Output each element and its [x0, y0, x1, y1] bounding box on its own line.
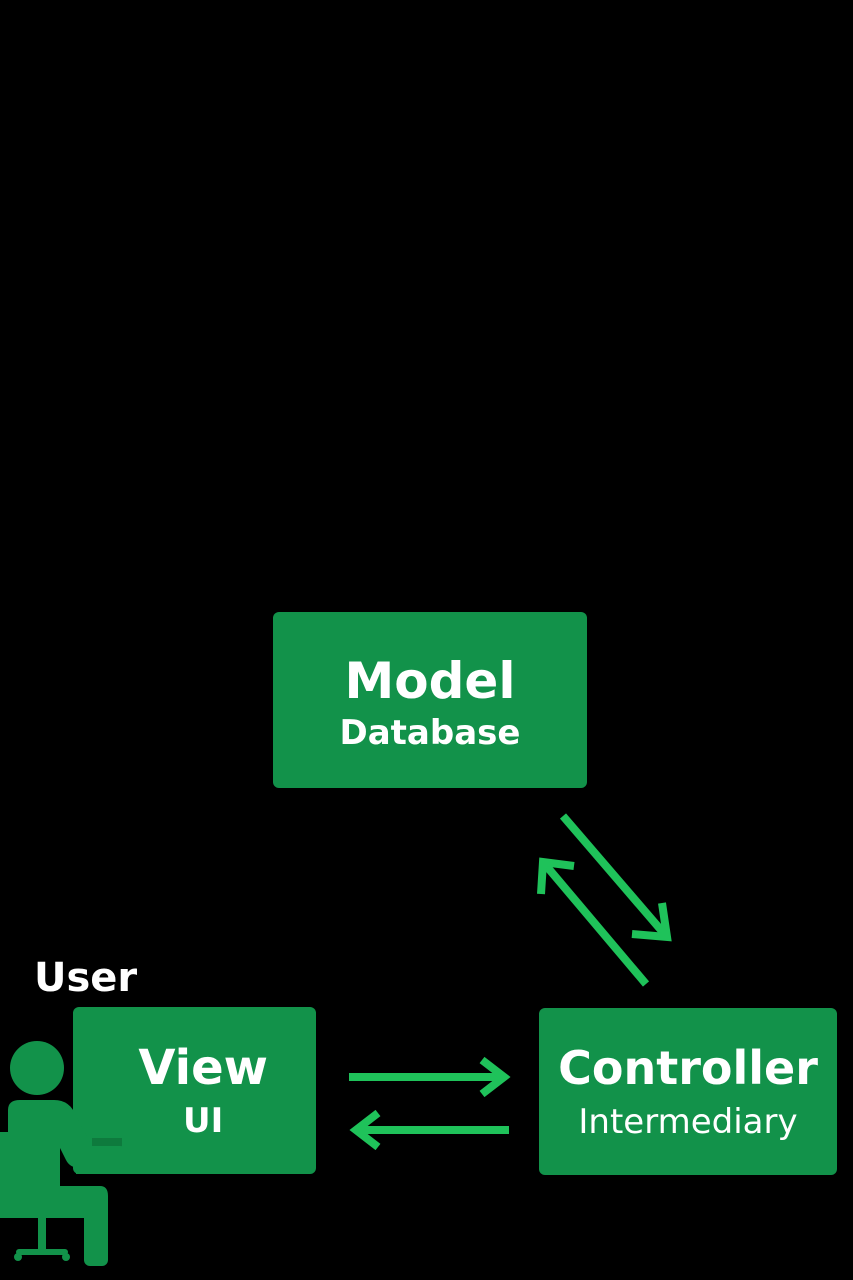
controller-title: Controller	[558, 1040, 818, 1095]
model-box: Model Database	[273, 612, 587, 788]
controller-box: Controller Intermediary	[539, 1008, 837, 1175]
user-at-desk-icon	[0, 1041, 154, 1266]
view-subtitle: UI	[183, 1100, 224, 1141]
view-title: View	[138, 1039, 268, 1096]
model-title: Model	[344, 652, 516, 710]
arrow-controller-to-view	[349, 1109, 509, 1151]
arrow-model-to-controller	[559, 813, 672, 942]
arrow-controller-to-model	[537, 857, 650, 987]
controller-subtitle: Intermediary	[578, 1101, 798, 1142]
user-label: User	[34, 955, 138, 1001]
arrow-view-to-controller	[349, 1056, 511, 1098]
model-subtitle: Database	[339, 713, 521, 753]
